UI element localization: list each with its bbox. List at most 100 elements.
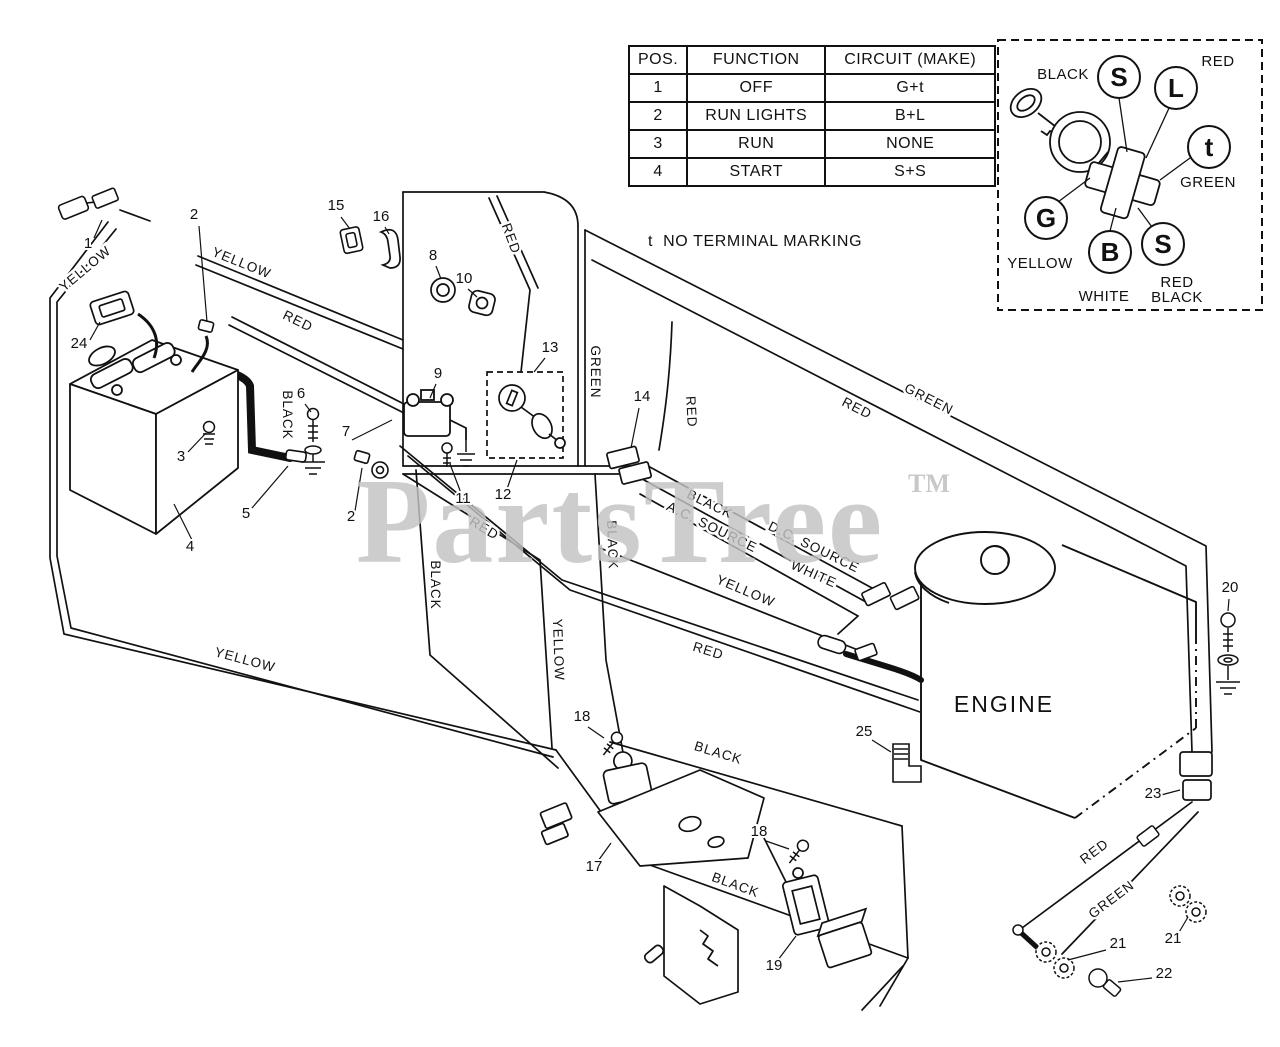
wire-label-black: BLACK xyxy=(280,390,295,439)
wire-label-red: RED xyxy=(840,394,875,422)
keyswitch-assembly xyxy=(486,371,566,459)
wire-label-red: RED xyxy=(683,396,700,428)
svg-text:24: 24 xyxy=(71,335,88,352)
terminal-t: t xyxy=(1187,125,1231,169)
wire-label-yellow: YELLOW xyxy=(210,244,273,281)
svg-text:18: 18 xyxy=(574,708,591,725)
table-footnote: t NO TERMINAL MARKING xyxy=(648,233,863,250)
cell-circuit: B+L xyxy=(824,101,997,131)
wire-label-black: BLACK xyxy=(604,520,621,570)
svg-text:19: 19 xyxy=(766,957,783,974)
svg-text:4: 4 xyxy=(186,538,194,555)
cell-circuit: S+S xyxy=(824,157,997,187)
wire-label-green: GREEN xyxy=(902,380,956,417)
callout-5: 5 xyxy=(240,465,289,524)
callouts: 1 2 24 3 4 5 6 7 2 15 16 8 10 9 11 12 13… xyxy=(69,195,1241,984)
svg-text:10: 10 xyxy=(456,270,473,287)
svg-text:7: 7 xyxy=(342,423,350,440)
svg-text:18: 18 xyxy=(751,823,768,840)
bracket-spring xyxy=(643,885,739,1005)
engine-inline-plugs xyxy=(817,582,920,662)
table-row: 1 OFF G+t xyxy=(627,73,997,103)
watermark: PartsTree TM xyxy=(356,454,950,589)
callout-22: 22 xyxy=(1117,963,1174,984)
harness-wires xyxy=(49,191,1213,1011)
callout-1: 1 xyxy=(82,219,103,254)
svg-text:11: 11 xyxy=(455,490,471,507)
key-icon xyxy=(1009,87,1062,137)
interlock-assembly xyxy=(539,751,765,867)
cable-lug-5 xyxy=(284,449,308,463)
svg-text:21: 21 xyxy=(1110,935,1127,952)
nut-10 xyxy=(468,289,496,317)
engine-label: ENGINE xyxy=(954,691,1054,717)
callout-4: 4 xyxy=(173,503,196,557)
svg-text:12: 12 xyxy=(495,486,512,503)
function-circuit-table: POS. FUNCTION CIRCUIT (MAKE) 1 OFF G+t 2… xyxy=(627,45,997,187)
svg-text:S: S xyxy=(1154,229,1171,259)
clip-15 xyxy=(339,226,364,255)
svg-text:G: G xyxy=(1036,203,1056,233)
svg-text:13: 13 xyxy=(542,339,559,356)
battery xyxy=(69,339,239,535)
clip-16 xyxy=(378,228,401,269)
callout-2b: 2 xyxy=(345,467,363,527)
washer-8 xyxy=(430,277,456,303)
callout-24: 24 xyxy=(69,321,101,354)
svg-text:17: 17 xyxy=(586,858,603,875)
cell-function: START xyxy=(686,157,827,187)
terminal-s-bottom: S xyxy=(1141,222,1185,266)
svg-text:15: 15 xyxy=(328,197,345,214)
wire-label-red: RED xyxy=(1077,836,1111,867)
connector-1 xyxy=(57,187,119,220)
svg-text:9: 9 xyxy=(434,365,442,382)
inline-connector-red xyxy=(1012,825,1160,936)
wire-label-green: GREEN xyxy=(588,345,603,398)
callout-21b: 21 xyxy=(1163,916,1189,949)
switch-label-green: GREEN xyxy=(1180,174,1236,191)
ground-screw-6 xyxy=(301,407,325,475)
callout-21a: 21 xyxy=(1067,933,1128,961)
cell-function: OFF xyxy=(686,73,827,103)
switch-label-red-black-2: BLACK xyxy=(1151,289,1203,306)
terminal-circles: S L t G B S xyxy=(1024,55,1231,274)
watermark-tm: TM xyxy=(908,469,950,498)
switch-wire-labels: BLACK RED GREEN YELLOW WHITE RED BLACK xyxy=(1007,53,1236,306)
callout-19: 19 xyxy=(764,935,797,976)
svg-text:2: 2 xyxy=(347,508,355,525)
svg-text:t: t xyxy=(1205,132,1214,162)
bolt-20-ground xyxy=(1216,612,1240,695)
cell-function: RUN LIGHTS xyxy=(686,101,827,131)
wire-label-yellow: YELLOW xyxy=(213,644,277,675)
switch-label-white: WHITE xyxy=(1079,288,1130,305)
terminal-g: G xyxy=(1024,196,1068,240)
svg-text:8: 8 xyxy=(429,247,437,264)
terminal-s-top: S xyxy=(1097,55,1141,99)
svg-text:5: 5 xyxy=(242,505,250,522)
screw-18a xyxy=(602,731,624,756)
callout-18a: 18 xyxy=(572,706,605,739)
svg-text:S: S xyxy=(1110,62,1127,92)
callout-18b: 18 xyxy=(749,821,790,850)
callout-25: 25 xyxy=(854,721,892,753)
svg-text:3: 3 xyxy=(177,448,185,465)
svg-text:23: 23 xyxy=(1145,785,1162,802)
switch-label-red-black-1: RED xyxy=(1160,274,1193,291)
callout-2: 2 xyxy=(188,204,208,323)
callout-11: 11 xyxy=(449,463,473,509)
terminal-cluster-21a xyxy=(1035,941,1075,979)
header-pos: POS. xyxy=(627,45,689,75)
table-row: 2 RUN LIGHTS B+L xyxy=(627,101,997,131)
table-row: 4 START S+S xyxy=(627,157,997,187)
cell-pos: 1 xyxy=(627,73,689,103)
battery-terminal-nut xyxy=(190,319,389,479)
wire-label-red: RED xyxy=(499,221,524,256)
callout-16: 16 xyxy=(371,206,391,235)
switch-body xyxy=(1049,111,1161,220)
callout-23: 23 xyxy=(1143,783,1181,804)
svg-text:2: 2 xyxy=(190,206,198,223)
table-header-row: POS. FUNCTION CIRCUIT (MAKE) xyxy=(627,45,997,75)
safety-switch-19 xyxy=(782,867,830,936)
